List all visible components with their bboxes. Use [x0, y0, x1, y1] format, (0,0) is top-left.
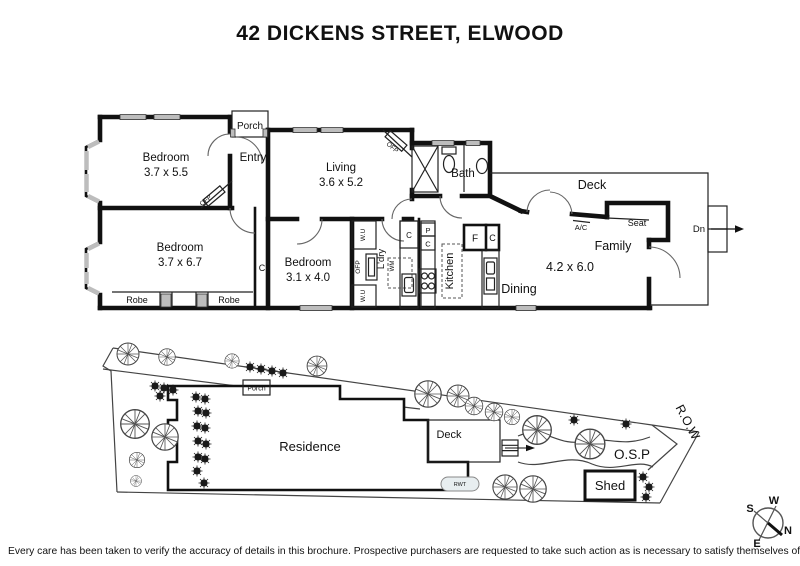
room-family-dims: 4.2 x 6.0 — [546, 260, 594, 274]
dn-label: Dn — [693, 224, 705, 235]
windows — [84, 114, 537, 312]
shed: Shed — [583, 469, 637, 502]
pantry-label: P — [425, 226, 430, 235]
room-dining-label: Dining — [501, 282, 536, 296]
room-family-name: Family — [595, 239, 633, 253]
toilet-icon — [441, 146, 457, 174]
room-labels: Bedroom 3.7 x 5.5 Bedroom 3.7 x 6.7 Bedr… — [143, 121, 705, 296]
kitchen-label: Kitchen — [444, 253, 456, 290]
siteplan: Porch Deck Residence Shed O.S.P R.O.W RW… — [102, 342, 703, 504]
compass-icon: W S N E — [746, 495, 792, 550]
cupboard-label: C — [425, 240, 431, 249]
shed-label: Shed — [595, 478, 625, 493]
ac-label: A/C — [575, 223, 588, 232]
doors — [207, 133, 681, 279]
floorplan: Robe Robe OFP OFP OFP W.U W.U — [84, 110, 744, 312]
rainwater-tank: RWT — [440, 476, 480, 492]
fireplace-bed3: OFP — [355, 253, 378, 281]
entry-porch — [230, 110, 269, 138]
compass-west: W — [769, 495, 780, 507]
residence-footprint: Porch Deck Residence — [166, 379, 501, 492]
fireplace-living: OFP — [382, 129, 413, 158]
room-bath-label: Bath — [451, 168, 475, 180]
shower-icon — [411, 145, 439, 193]
compass-south: S — [746, 503, 753, 515]
room-deck-label: Deck — [578, 178, 607, 192]
room-bedroom1-dims: 3.7 x 5.5 — [144, 167, 188, 179]
laundry-label: L'dry — [376, 249, 387, 270]
wu-cupboards: W.U W.U — [351, 220, 377, 308]
room-bedroom3-dims: 3.1 x 4.0 — [286, 272, 330, 284]
wu-label: W.U — [360, 290, 367, 303]
bathroom — [411, 143, 489, 193]
room-living-name: Living — [326, 162, 356, 174]
site-deck-label: Deck — [436, 429, 462, 441]
room-entry-label: Entry — [240, 152, 267, 164]
basin-icon — [475, 157, 489, 175]
steps-down — [707, 205, 744, 253]
page-title: 42 DICKENS STREET, ELWOOD — [236, 22, 564, 45]
cupboard-label: C — [406, 231, 412, 240]
kitchen: P C Kitchen F C — [418, 220, 501, 309]
robe-label: Robe — [218, 295, 240, 305]
oven-icon — [483, 257, 498, 295]
fridge-cupboard: F C — [462, 223, 501, 252]
ofp-label: OFP — [355, 260, 362, 273]
walls — [84, 114, 671, 311]
laundry: C WM L'dry — [376, 220, 419, 309]
compass-north: N — [784, 525, 792, 537]
room-bedroom2-dims: 3.7 x 6.7 — [158, 257, 202, 269]
room-bedroom1-name: Bedroom — [143, 152, 190, 164]
robes: Robe Robe — [112, 291, 253, 307]
stove-icon — [418, 268, 437, 294]
sink-icon — [401, 273, 417, 297]
fireplace-bed1: OFP — [199, 180, 233, 209]
disclaimer-text: Every care has been taken to verify the … — [8, 546, 800, 557]
washing-machine-icon — [387, 257, 413, 289]
wu-label: W.U — [360, 229, 367, 242]
seat-label: Seat — [628, 218, 647, 228]
fridge-label: F — [472, 234, 478, 245]
site-porch-label: Porch — [247, 386, 265, 393]
cupboard-label: C — [489, 233, 496, 243]
compass-east: E — [753, 538, 760, 550]
ac-wall-tick — [572, 219, 591, 224]
hall-cupboard-label: C — [259, 263, 266, 273]
robe-label: Robe — [126, 295, 148, 305]
site-residence-label: Residence — [279, 439, 340, 454]
wm-label: WM — [390, 261, 396, 272]
room-living-dims: 3.6 x 5.2 — [319, 177, 363, 189]
room-porch-label: Porch — [237, 121, 263, 132]
room-bedroom3-name: Bedroom — [285, 257, 332, 269]
osp-label: O.S.P — [614, 447, 650, 462]
rwt-label: RWT — [454, 482, 467, 488]
room-bedroom2-name: Bedroom — [157, 242, 204, 254]
row-label: R.O.W — [673, 402, 703, 442]
